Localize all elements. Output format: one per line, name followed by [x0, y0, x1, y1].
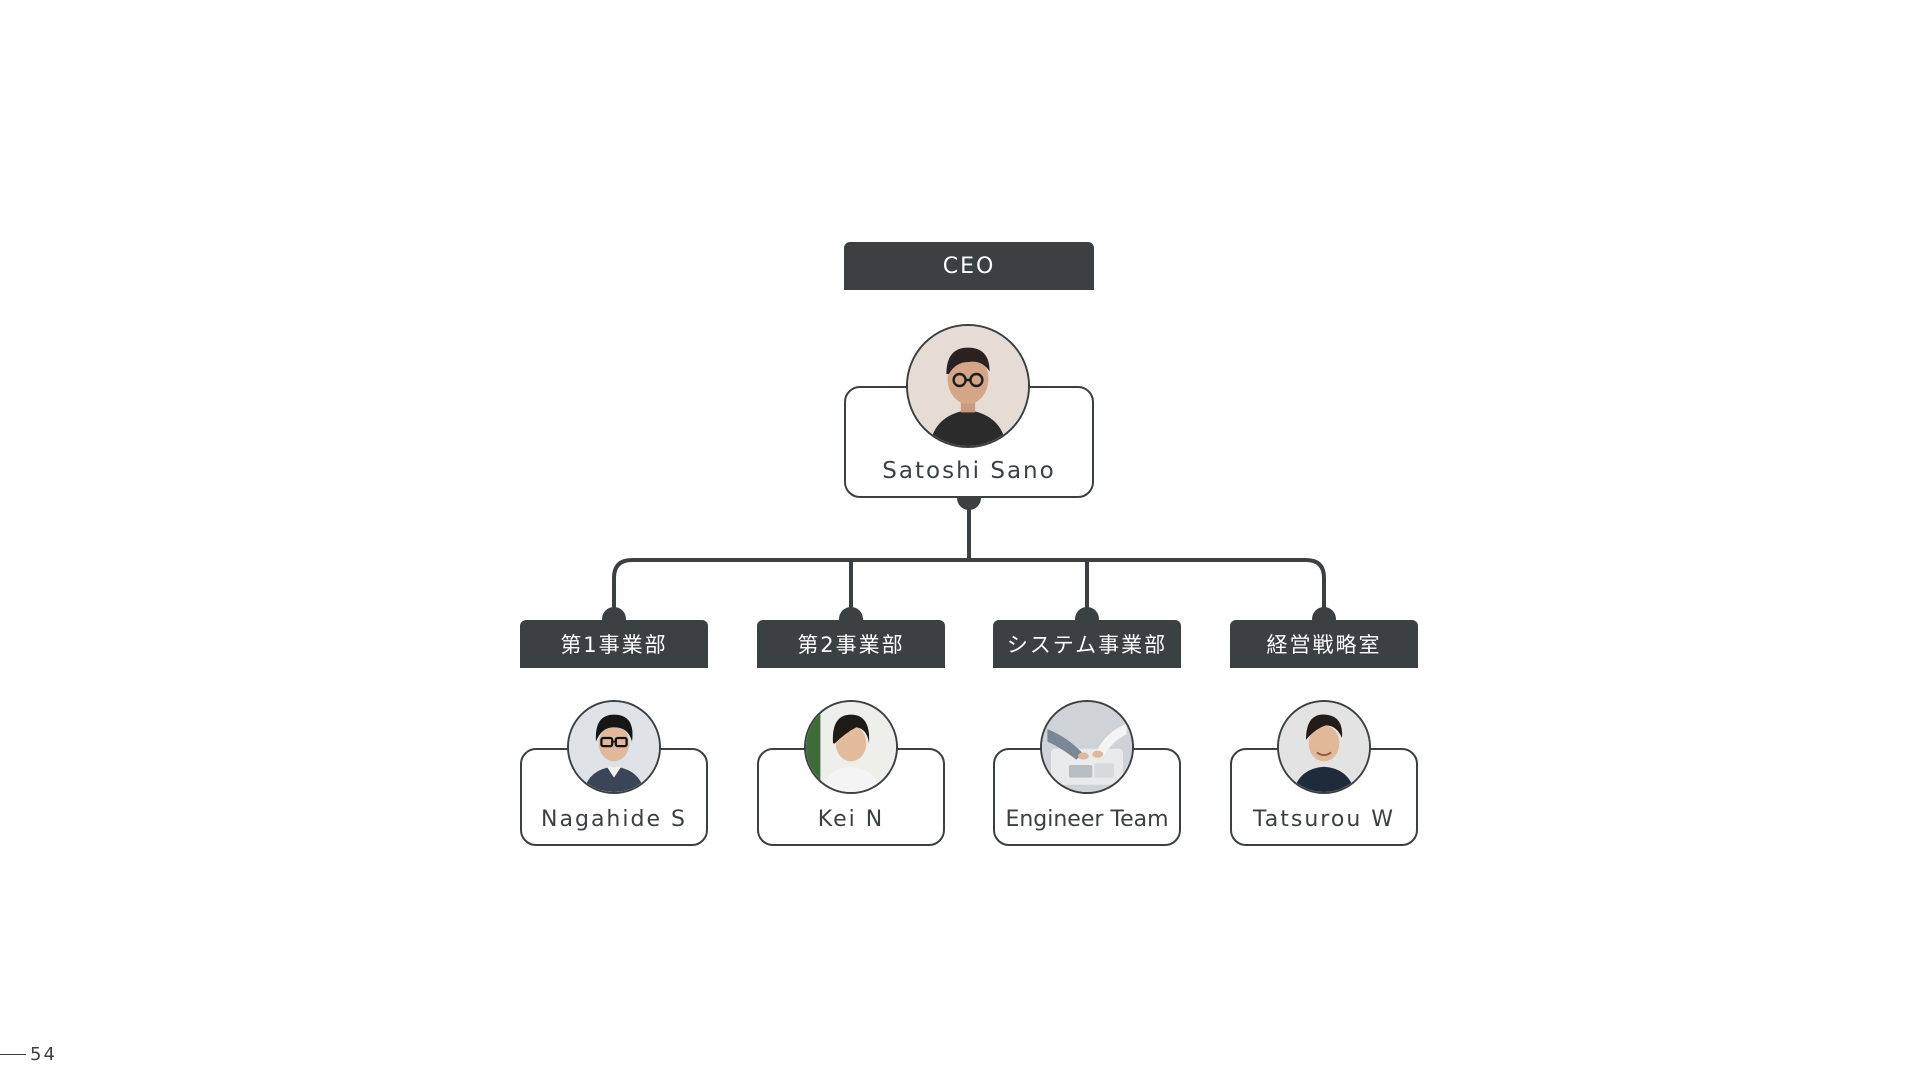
dept-label-3: システム事業部: [993, 620, 1181, 668]
page-number: 54: [0, 1044, 57, 1065]
member-avatar-2: [804, 700, 898, 794]
ceo-name: Satoshi Sano: [882, 458, 1056, 484]
dept-label-4: 経営戦略室: [1230, 620, 1418, 668]
person-photo-icon: [1279, 702, 1369, 792]
member-name-4: Tatsurou W: [1252, 807, 1396, 832]
person-photo-icon: [569, 702, 659, 792]
ceo-role-label: CEO: [844, 242, 1094, 290]
member-card-1: Nagahide S: [520, 748, 708, 846]
person-photo-icon: [806, 702, 896, 792]
team-photo-icon: [1042, 702, 1132, 792]
member-avatar-4: [1277, 700, 1371, 794]
member-name-1: Nagahide S: [541, 807, 687, 832]
member-name-2: Kei N: [817, 807, 885, 832]
member-avatar-3: [1040, 700, 1134, 794]
page-number-dash: [0, 1054, 26, 1055]
branch-bar-line: [612, 558, 1326, 614]
member-name-3: Engineer Team: [1005, 807, 1169, 832]
dept-label-2: 第2事業部: [757, 620, 945, 668]
page-number-text: 54: [30, 1044, 57, 1065]
person-photo-icon: [908, 326, 1028, 446]
dept-label-1: 第1事業部: [520, 620, 708, 668]
member-avatar-1: [567, 700, 661, 794]
ceo-avatar: [906, 324, 1030, 448]
